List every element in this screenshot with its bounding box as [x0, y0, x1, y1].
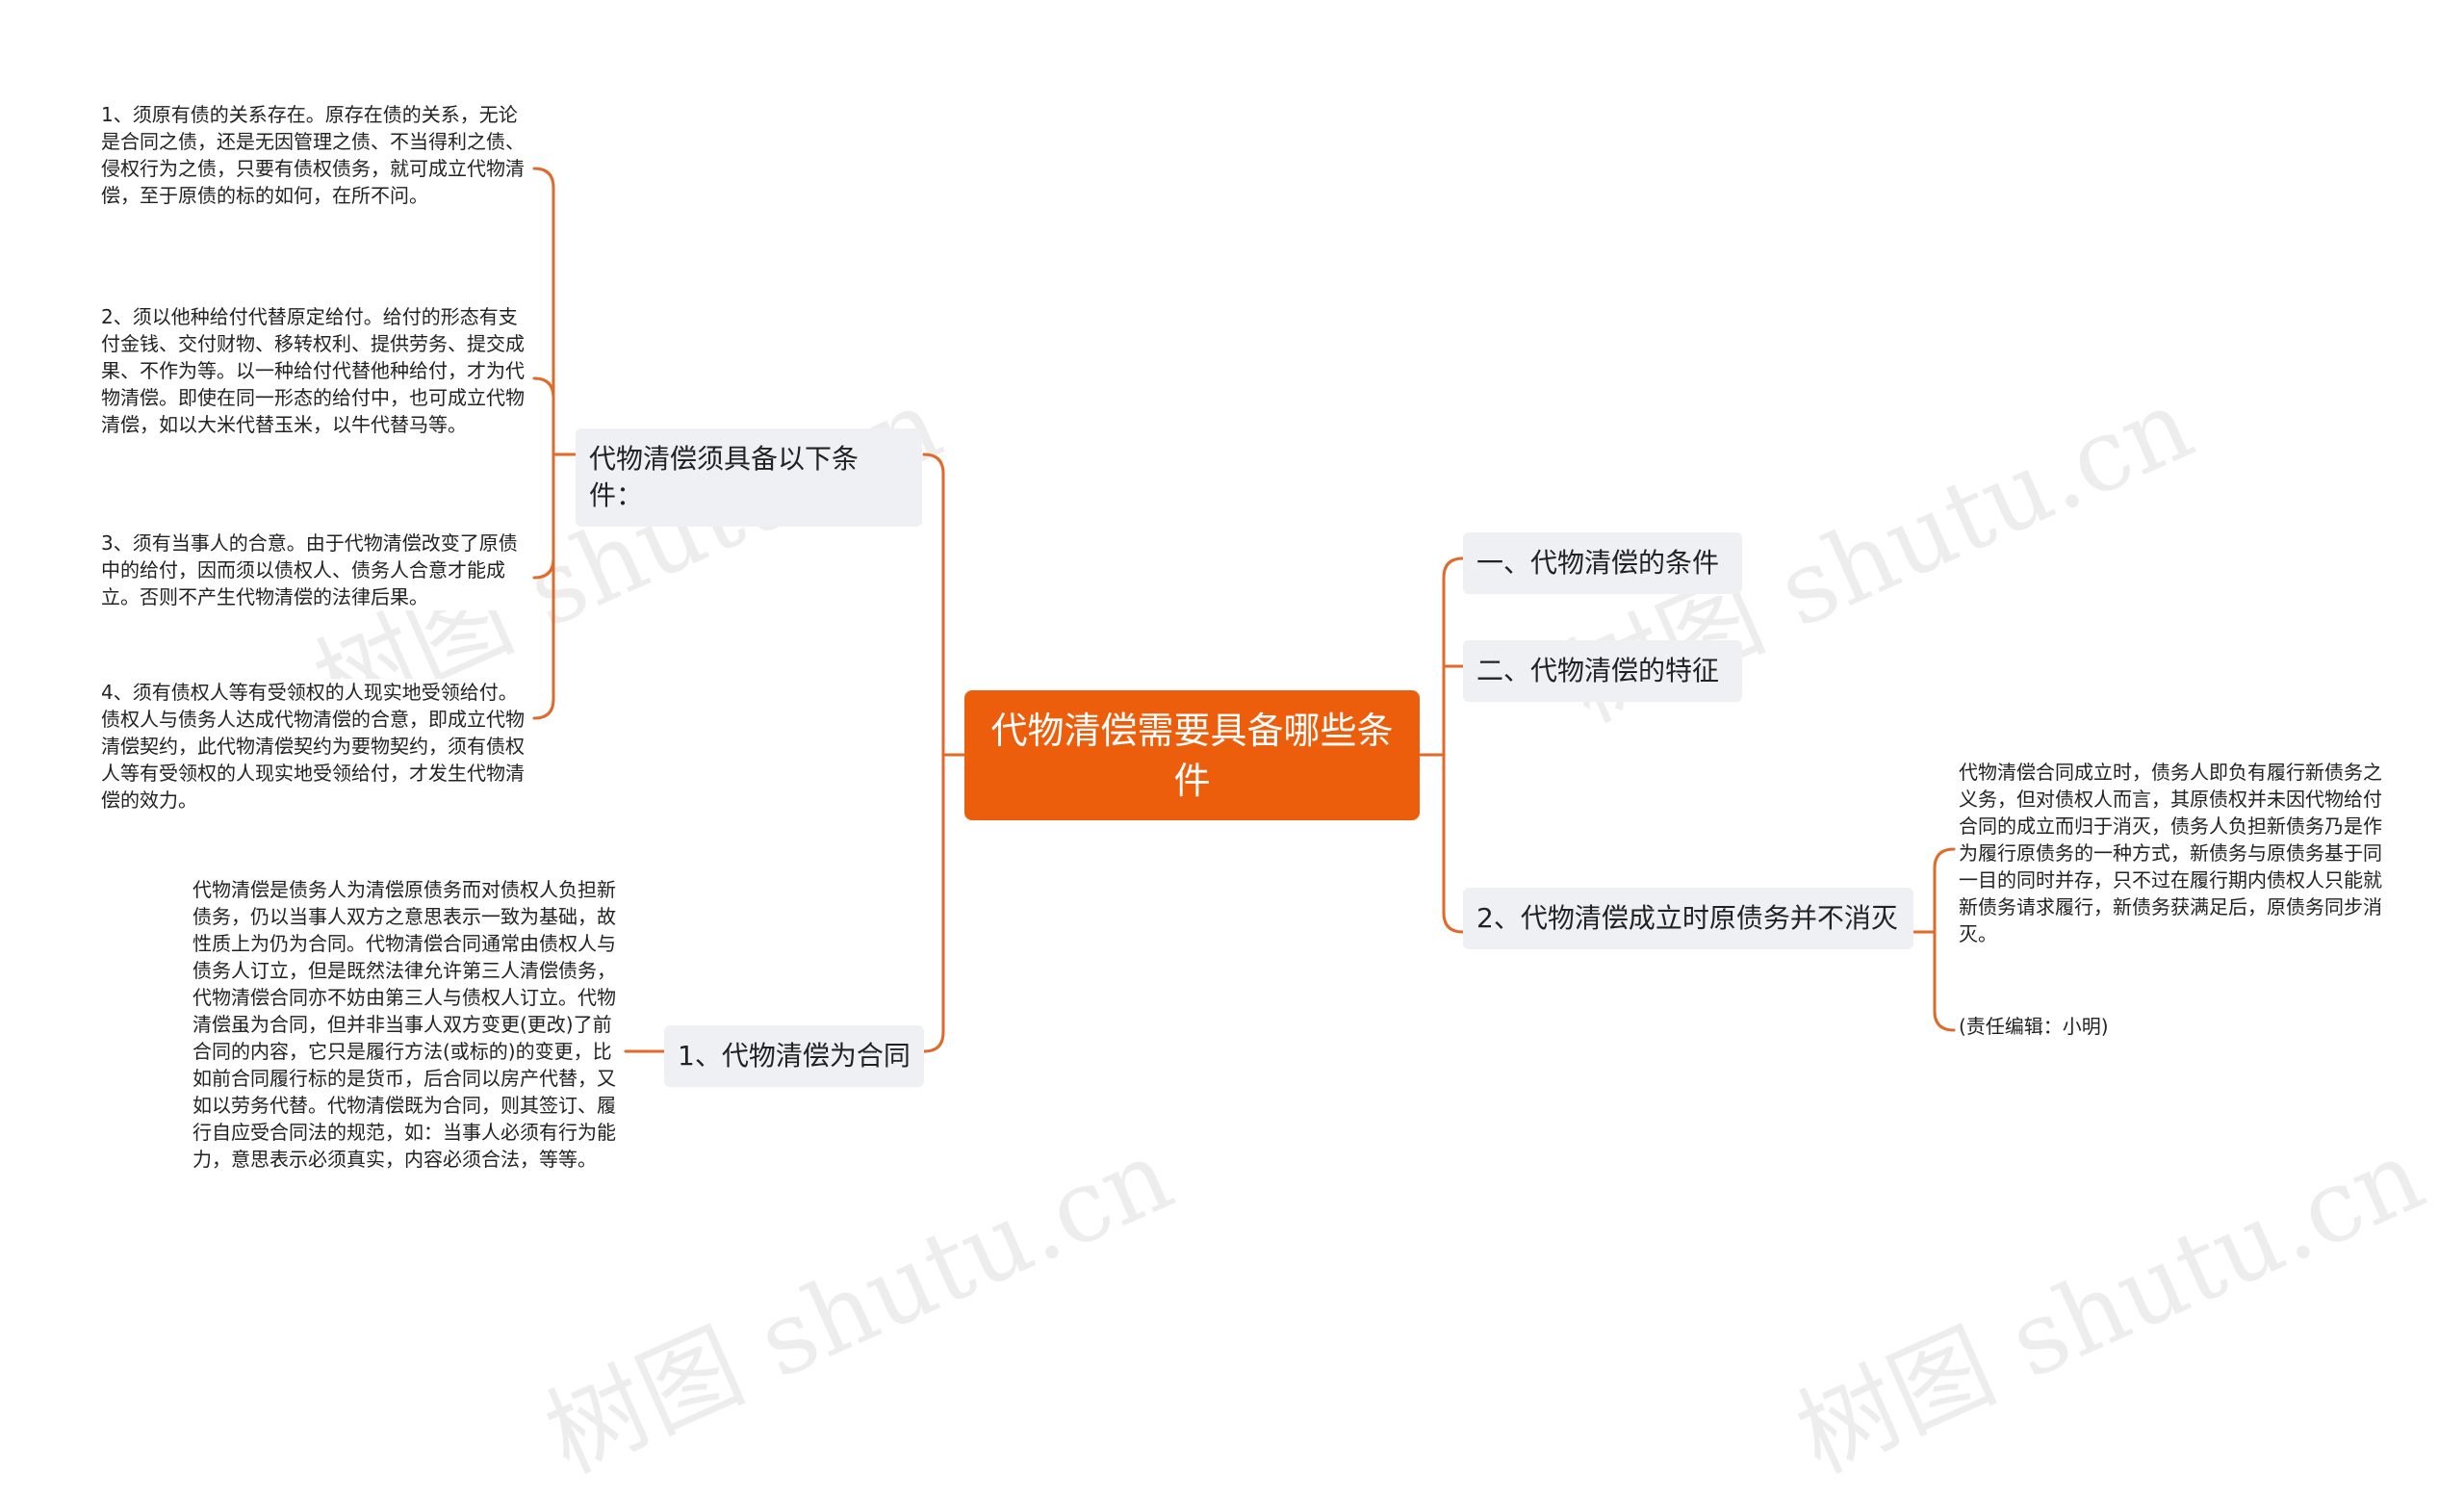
leaf-is-contract[interactable]: 代物清偿是债务人为清偿原债务而对债权人负担新债务，仍以当事人双方之意思表示一致为… [192, 876, 621, 1173]
root-topic-label: 代物清偿需要具备哪些条件 [990, 709, 1394, 802]
topic-section-conditions-label: 一、代物清偿的条件 [1476, 547, 1720, 579]
topic-original-debt[interactable]: 2、代物清偿成立时原债务并不消灭 [1463, 888, 1913, 949]
leaf-condition-1[interactable]: 1、须原有债的关系存在。原存在债的关系，无论是合同之债，还是无因管理之债、不当得… [101, 101, 529, 209]
mind-map-canvas: 树图 shutu.cn 树图 shutu.cn 树图 shutu.cn 树图 s… [101, 101, 2440, 1495]
leaf-condition-1-text: 1、须原有债的关系存在。原存在债的关系，无论是合同之债，还是无因管理之债、不当得… [101, 103, 525, 207]
leaf-condition-2[interactable]: 2、须以他种给付代替原定给付。给付的形态有支付金钱、交付财物、移转权利、提供劳务… [101, 303, 529, 438]
root-topic[interactable]: 代物清偿需要具备哪些条件 [964, 690, 1420, 820]
link-topic1-leaves [532, 167, 578, 720]
topic-section-conditions[interactable]: 一、代物清偿的条件 [1463, 532, 1742, 594]
topic-section-features-label: 二、代物清偿的特征 [1476, 655, 1720, 686]
link-topic5-leaves [1912, 847, 1956, 1032]
leaf-condition-3-text: 3、须有当事人的合意。由于代物清偿改变了原债中的给付，因而须以债权人、债务人合意… [101, 531, 518, 608]
leaf-original-debt[interactable]: 代物清偿合同成立时，债务人即负有履行新债务之义务，但对债权人而言，其原债权并未因… [1959, 759, 2387, 947]
topic-conditions[interactable]: 代物清偿须具备以下条件： [576, 428, 922, 527]
link-left-trunk [922, 453, 945, 1053]
topic-is-contract[interactable]: 1、代物清偿为合同 [664, 1025, 924, 1087]
leaf-condition-3[interactable]: 3、须有当事人的合意。由于代物清偿改变了原债中的给付，因而须以债权人、债务人合意… [101, 530, 529, 610]
leaf-condition-2-text: 2、须以他种给付代替原定给付。给付的形态有支付金钱、交付财物、移转权利、提供劳务… [101, 305, 525, 436]
leaf-is-contract-text: 代物清偿是债务人为清偿原债务而对债权人负担新债务，仍以当事人双方之意思表示一致为… [192, 878, 616, 1171]
leaf-editor[interactable]: (责任编辑：小明) [1959, 1013, 2387, 1040]
leaf-original-debt-text: 代物清偿合同成立时，债务人即负有履行新债务之义务，但对债权人而言，其原债权并未因… [1959, 761, 2382, 945]
topic-is-contract-label: 1、代物清偿为合同 [678, 1040, 911, 1072]
leaf-condition-4-text: 4、须有债权人等有受领权的人现实地受领给付。债权人与债务人达成代物清偿的合意，即… [101, 681, 525, 812]
leaf-condition-4[interactable]: 4、须有债权人等有受领权的人现实地受领给付。债权人与债务人达成代物清偿的合意，即… [101, 679, 529, 814]
topic-original-debt-label: 2、代物清偿成立时原债务并不消灭 [1476, 902, 1898, 934]
topic-section-features[interactable]: 二、代物清偿的特征 [1463, 640, 1742, 702]
leaf-editor-text: (责任编辑：小明) [1959, 1015, 2109, 1038]
topic-conditions-label: 代物清偿须具备以下条件： [589, 443, 860, 511]
link-right-trunk [1442, 556, 1465, 934]
connector-lines [532, 167, 1956, 1053]
